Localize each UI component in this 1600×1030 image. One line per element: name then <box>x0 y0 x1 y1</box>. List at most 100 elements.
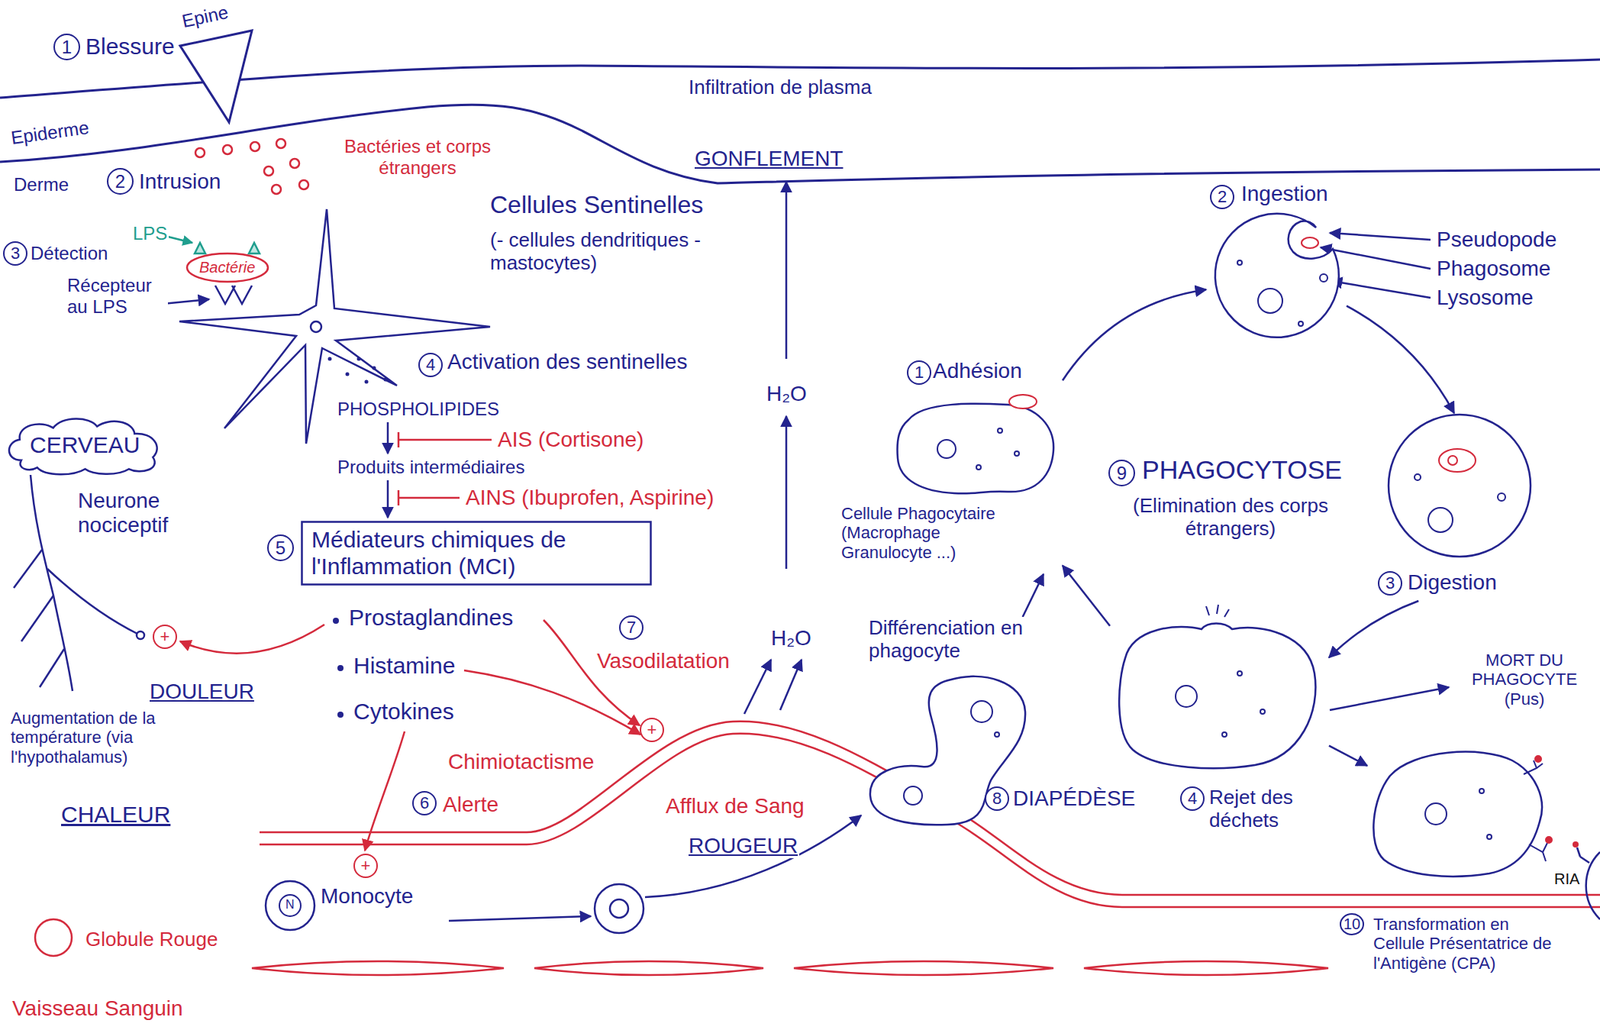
callout-number: + <box>353 853 378 878</box>
cell-organelle <box>1014 451 1020 456</box>
cell-organelle <box>1497 493 1506 501</box>
text-label: Produits intermédiaires <box>335 456 526 478</box>
callout-number: 4 <box>418 352 443 378</box>
text-label: Infiltration de plasma <box>683 76 878 100</box>
cell-organelle <box>1438 448 1476 472</box>
text-label: Augmentation de la température (via l'hy… <box>9 708 211 767</box>
cell-organelle <box>1206 604 1230 617</box>
sentinel-cell <box>345 372 350 377</box>
text-label: Alerte <box>441 792 500 817</box>
text-label: PHAGOCYTOSE <box>1140 454 1344 485</box>
blood-vessel <box>793 961 1054 975</box>
callout-number: 10 <box>1339 912 1365 936</box>
leader-arrows <box>1329 687 1449 710</box>
rejection-cell-outline <box>1119 623 1316 769</box>
node-text: Cellule Phagocytaire (Macrophage Granulo… <box>839 503 1031 562</box>
callout-number: + <box>639 717 665 742</box>
cell-organelle <box>1414 474 1421 481</box>
cell-organelle <box>1301 237 1319 249</box>
text-label: CHALEUR <box>59 801 172 829</box>
node-text: Transformation en Cellule Présentatrice … <box>1371 914 1562 973</box>
cell-organelle <box>976 464 981 470</box>
monocyte-cell-outline <box>265 880 315 930</box>
ingestion-cell-outline <box>1209 209 1344 344</box>
callout-number: 5 <box>267 534 294 562</box>
flow-arrow <box>1346 306 1455 413</box>
text-label: Derme <box>12 174 71 196</box>
callout-number: 3 <box>1377 570 1403 596</box>
text-label: Lysosome <box>1435 285 1536 310</box>
cell-organelle <box>1428 507 1453 533</box>
callout-number: 1 <box>906 360 932 385</box>
phagocyte-cell: AdhésionCellule Phagocytaire (Macrophage… <box>839 358 1063 575</box>
cell-organelle <box>1237 260 1242 265</box>
sentinel-cell <box>328 357 388 384</box>
migrating-monocyte <box>594 883 644 933</box>
brain-cloud: CERVEAU <box>5 416 165 475</box>
text-label: Neurone nociceptif <box>76 488 210 538</box>
node-text: Digestion <box>1406 570 1499 595</box>
sentinel-cell <box>328 357 333 362</box>
text-label: Vaisseau Sanguin <box>10 996 185 1021</box>
cell-organelle <box>1545 836 1552 843</box>
nociceptive-neuron <box>136 631 145 639</box>
blood-vessel <box>1083 961 1329 975</box>
bullet-dots <box>332 617 339 624</box>
callout-number: + <box>152 624 178 649</box>
text-label: MORT DU PHAGOCYTE (Pus) <box>1454 650 1595 709</box>
bacteria-dots <box>290 158 300 168</box>
cell-organelle <box>279 894 301 917</box>
bullet-dots <box>337 664 344 671</box>
nociceptive-neuron <box>30 474 73 691</box>
callout-number: 3 <box>3 241 28 266</box>
text-label: H₂O <box>769 625 813 651</box>
migrating-monocyte <box>645 815 862 897</box>
blood-vessel <box>35 721 1600 975</box>
text-label: DIAPÉDÈSE <box>1011 786 1137 811</box>
text-label: Afflux de Sang <box>664 793 807 819</box>
sentinel-cell <box>383 377 388 382</box>
text-label: Globule Rouge <box>83 928 220 952</box>
bacteria-dots <box>276 138 286 149</box>
text-label: AIS (Cortisone) <box>496 427 646 452</box>
text-label: (- cellules dendritiques - mastocytes) <box>488 229 767 275</box>
water-arrows <box>744 659 771 714</box>
mediator-box: Médiateurs chimiques de l'Inflammation (… <box>300 520 652 586</box>
cell-organelle <box>1529 842 1548 862</box>
digestion-cell-outline <box>1388 414 1531 557</box>
apc-cell: Transformation en Cellule Présentatrice … <box>1367 745 1564 1002</box>
cell-organelle <box>1448 455 1458 465</box>
leader-arrows <box>1329 232 1431 240</box>
flow-arrow <box>1062 289 1207 381</box>
text-label: Epiderme <box>8 116 93 149</box>
leader-arrows <box>1331 280 1431 298</box>
text-label: LPS <box>131 222 169 245</box>
node-text: Différenciation en phagocyte <box>867 616 1033 663</box>
cell-organelle <box>970 700 993 723</box>
ingestion-cell-outline <box>1215 213 1339 338</box>
digestion-cell: Digestion <box>1377 412 1548 601</box>
blood-vessel <box>534 961 764 975</box>
water-arrows <box>785 416 788 569</box>
mediator-arrows <box>180 624 325 654</box>
biochemical-cascade <box>398 490 460 506</box>
cell-organelle <box>994 732 1000 737</box>
text-label: N <box>283 897 297 912</box>
diapedesis-cell-outline <box>870 676 1026 825</box>
callout-number: 7 <box>619 615 644 640</box>
callout-number: 2 <box>106 167 134 195</box>
node-text: Rejet des déchets <box>1207 786 1327 833</box>
text-label: DOULEUR <box>148 679 256 704</box>
rejection-cell: Rejet des déchets <box>1109 612 1330 839</box>
bacteria-dots <box>195 148 205 158</box>
text-label: Chimiotactisme <box>446 749 596 775</box>
nociceptive-neuron <box>39 648 65 688</box>
text-label: RIA <box>1552 870 1581 888</box>
text-label: Cytokines <box>351 698 456 726</box>
text-label: Histamine <box>351 652 457 680</box>
node-text: Monocyte <box>319 883 415 909</box>
bacterium-ellipse-outline <box>187 253 268 282</box>
flow-arrow <box>1022 574 1044 617</box>
phagocyte-cell-outline <box>897 403 1055 494</box>
bacteria-dots <box>222 145 233 155</box>
